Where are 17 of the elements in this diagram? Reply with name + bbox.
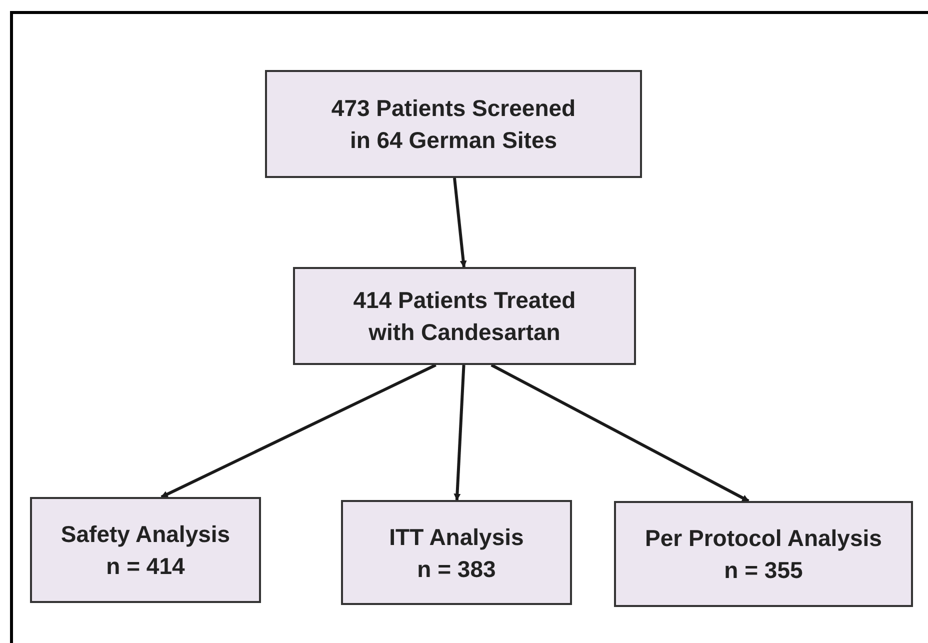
box-title: Per Protocol Analysis: [645, 524, 882, 553]
process-box: [30, 497, 261, 603]
arrow: [453, 178, 467, 268]
process-box: [293, 267, 636, 365]
count-text: n = 414: [106, 552, 185, 581]
count-text: n = 355: [724, 556, 803, 585]
count-text: n = 383: [417, 554, 496, 584]
box-title: ITT Analysis: [389, 522, 524, 552]
arrow: [160, 364, 436, 498]
process-box: [614, 501, 913, 607]
arrow: [490, 364, 750, 502]
box-title: 473 Patients Screened in 64 German Sites: [330, 94, 577, 155]
process-box: [341, 500, 572, 605]
arrow: [454, 364, 466, 501]
process-box: [265, 70, 642, 178]
box-title: Safety Analysis: [60, 520, 230, 549]
box-title: 414 Patients Treated with Candesartan: [352, 286, 577, 347]
